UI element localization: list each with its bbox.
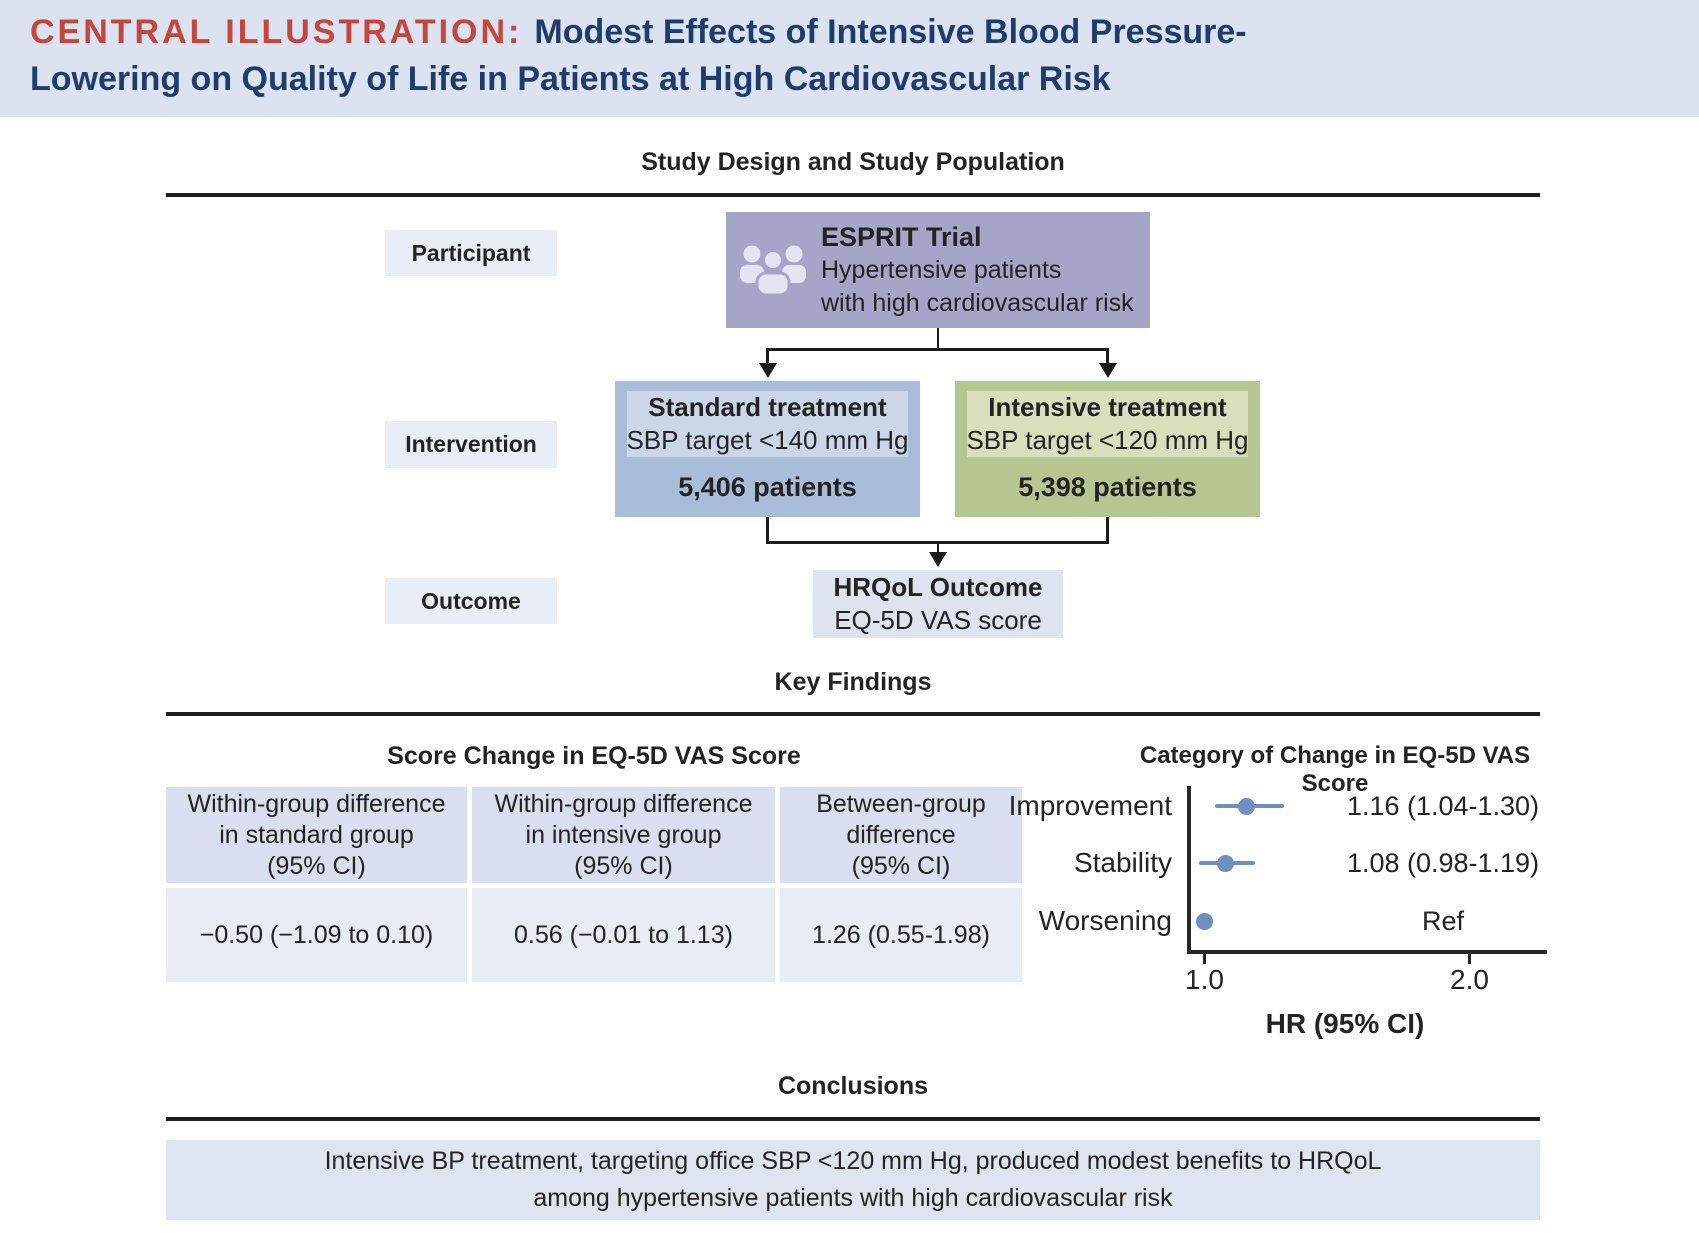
figure-title-line1: Modest Effects of Intensive Blood Pressu… <box>534 13 1247 51</box>
figure-header-band: CENTRAL ILLUSTRATION: Modest Effects of I… <box>0 0 1699 117</box>
forest-row-improvement: Improvement 1.16 (1.04-1.30) <box>0 789 1699 823</box>
esprit-trial-title: ESPRIT Trial <box>821 221 982 252</box>
table-header-intensive: Within-group difference in intensive gro… <box>472 787 775 883</box>
connector-line <box>766 348 1109 351</box>
hr-value-label: 1.16 (1.04-1.30) <box>1346 791 1540 821</box>
table-header-line: Within-group difference <box>187 789 446 818</box>
esprit-trial-line1: Hypertensive patients <box>821 255 1062 284</box>
figure-title-line2: Lowering on Quality of Life in Patients … <box>30 60 1111 98</box>
table-header-line: in intensive group <box>525 820 722 849</box>
table-header-line: in standard group <box>219 820 414 849</box>
connector-line <box>766 348 769 364</box>
section-title-key-findings: Key Findings <box>774 668 932 696</box>
score-table-title: Score Change in EQ-5D VAS Score <box>387 742 801 770</box>
x-tick-label: 2.0 <box>1450 964 1489 995</box>
row-label-intervention: Intervention <box>385 421 557 468</box>
hrqol-outcome-subtitle: EQ-5D VAS score <box>834 605 1042 635</box>
table-header-line: Between-group <box>816 789 986 818</box>
esprit-trial-text: ESPRIT Trial Hypertensive patients with … <box>821 221 1134 320</box>
arrow-down-icon <box>929 552 947 567</box>
section-title-study-design: Study Design and Study Population <box>641 148 1065 176</box>
forest-row-stability: Stability 1.08 (0.98-1.19) <box>0 846 1699 880</box>
table-cell-standard-value: −0.50 (−1.09 to 0.10) <box>166 888 467 982</box>
forest-plot-x-axis <box>1187 950 1547 954</box>
conclusions-line1: Intensive BP treatment, targeting office… <box>324 1147 1382 1175</box>
central-illustration-label: CENTRAL ILLUSTRATION: <box>30 13 523 51</box>
table-header-standard: Within-group difference in standard grou… <box>166 787 467 883</box>
section-divider <box>166 1117 1540 1121</box>
standard-patient-count: 5,406 patients <box>678 471 857 502</box>
table-header-line: Within-group difference <box>494 789 753 818</box>
point-estimate-dot <box>1217 854 1235 872</box>
section-title-conclusions: Conclusions <box>777 1072 928 1100</box>
connector-line <box>766 517 769 543</box>
intensive-treatment-title: Intensive treatment <box>988 392 1227 422</box>
standard-treatment-box: Standard treatment SBP target <140 mm Hg… <box>615 381 920 517</box>
table-header-line: (95% CI) <box>851 851 951 880</box>
figure-title: CENTRAL ILLUSTRATION: Modest Effects of I… <box>30 9 1247 103</box>
section-divider <box>166 193 1540 197</box>
forest-row-label: Worsening <box>1038 905 1172 936</box>
intensive-patient-count: 5,398 patients <box>1018 471 1197 502</box>
row-label-participant: Participant <box>385 230 557 276</box>
hr-value-label: 1.08 (0.98-1.19) <box>1346 848 1540 878</box>
intensive-treatment-inner: Intensive treatment SBP target <120 mm H… <box>966 391 1249 457</box>
standard-treatment-title: Standard treatment <box>648 392 887 422</box>
x-tick-label: 1.0 <box>1185 964 1224 995</box>
hr-value-label: Ref <box>1421 906 1465 936</box>
table-cell-between-value: 1.26 (0.55-1.98) <box>780 888 1022 982</box>
hrqol-outcome-box: HRQoL Outcome EQ-5D VAS score <box>813 570 1063 638</box>
x-axis-label: HR (95% CI) <box>1265 1008 1425 1039</box>
table-header-line: difference <box>846 820 956 849</box>
standard-treatment-target: SBP target <140 mm Hg <box>626 425 909 455</box>
arrow-down-icon <box>758 363 777 378</box>
connector-line <box>936 328 940 349</box>
esprit-trial-box: ESPRIT Trial Hypertensive patients with … <box>726 212 1150 328</box>
connector-line <box>1106 348 1109 364</box>
point-estimate-dot <box>1238 797 1256 815</box>
esprit-trial-line2: with high cardiovascular risk <box>821 288 1134 317</box>
connector-line <box>1106 517 1109 543</box>
x-axis-tick <box>1468 953 1471 964</box>
connector-line <box>936 541 940 553</box>
people-icon <box>740 245 806 297</box>
section-divider <box>166 712 1540 716</box>
forest-plot-title: Category of Change in EQ-5D VAS Score <box>1139 742 1531 797</box>
conclusions-line2: among hypertensive patients with high ca… <box>533 1184 1173 1212</box>
hrqol-outcome-title: HRQoL Outcome <box>833 572 1043 602</box>
intensive-treatment-target: SBP target <120 mm Hg <box>966 425 1249 455</box>
point-estimate-dot <box>1196 912 1213 930</box>
table-header-line: (95% CI) <box>574 851 673 880</box>
forest-row-label: Improvement <box>1008 790 1172 821</box>
forest-row-label: Stability <box>1073 847 1172 878</box>
arrow-down-icon <box>1098 363 1117 378</box>
x-axis-tick <box>1203 953 1206 964</box>
intensive-treatment-box: Intensive treatment SBP target <120 mm H… <box>955 381 1260 517</box>
table-header-line: (95% CI) <box>267 851 366 880</box>
conclusions-box: Intensive BP treatment, targeting office… <box>166 1140 1540 1220</box>
forest-plot-y-axis <box>1187 786 1191 953</box>
table-header-between: Between-group difference (95% CI) <box>780 787 1022 883</box>
standard-treatment-inner: Standard treatment SBP target <140 mm Hg <box>626 391 909 457</box>
forest-row-worsening: Worsening Ref <box>0 904 1699 938</box>
row-label-outcome: Outcome <box>385 578 557 624</box>
table-cell-intensive-value: 0.56 (−0.01 to 1.13) <box>472 888 775 982</box>
